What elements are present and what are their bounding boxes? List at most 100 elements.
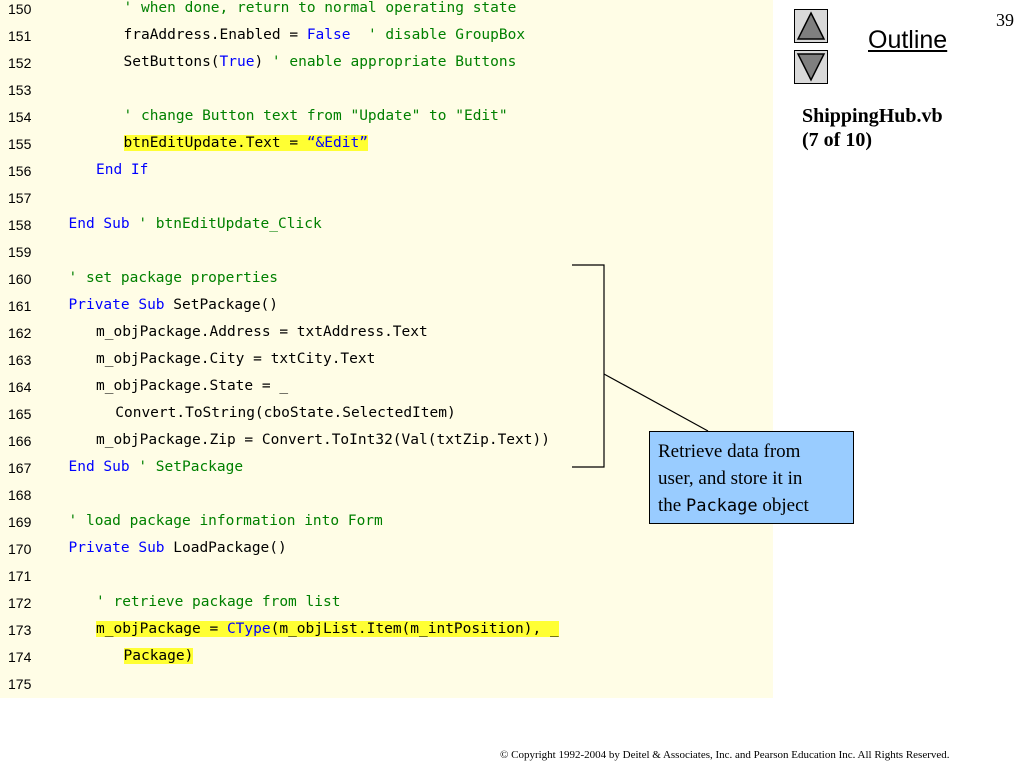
code-text: End If	[96, 162, 148, 178]
line-number: 167	[8, 460, 32, 476]
comment-token: ' change Button text from "Update" to "E…	[123, 108, 508, 124]
code-text: m_objPackage.Address = txtAddress.Text	[96, 324, 428, 340]
previous-slide-button[interactable]	[794, 9, 828, 43]
code-token: (m_objList.Item(m_intPosition), _	[270, 621, 559, 637]
line-number: 172	[8, 595, 32, 611]
line-number: 161	[8, 298, 32, 314]
code-line: 174 Package)	[0, 646, 773, 673]
code-line: 170 Private Sub LoadPackage()	[0, 538, 773, 565]
keyword-token: End If	[96, 162, 149, 178]
callout-line-1: Retrieve data from	[658, 441, 801, 462]
code-token: )	[254, 54, 272, 70]
callout-box: Retrieve data from user, and store it in…	[649, 431, 854, 524]
code-line: 154 ' change Button text from "Update" to…	[0, 106, 773, 133]
comment-token: ' btnEditUpdate_Click	[138, 216, 322, 232]
code-token: m_objPackage.Address = txtAddress.Text	[96, 324, 428, 340]
code-line: 158 End Sub ' btnEditUpdate_Click	[0, 214, 773, 241]
code-bracket	[572, 264, 709, 468]
code-line: 157	[0, 187, 773, 214]
code-line: 164 m_objPackage.State = _	[0, 376, 773, 403]
keyword-token: “&Edit”	[306, 135, 368, 151]
line-number: 166	[8, 433, 32, 449]
code-token: btnEditUpdate.Text =	[123, 135, 307, 151]
line-number: 151	[8, 28, 32, 44]
code-line: 167 End Sub ' SetPackage	[0, 457, 773, 484]
code-token: m_objPackage.Zip = Convert.ToInt32(Val(t…	[96, 432, 550, 448]
code-token: Package)	[123, 648, 194, 664]
callout-line-2: user, and store it in	[658, 468, 803, 489]
code-line: 165 Convert.ToString(cboState.SelectedIte…	[0, 403, 773, 430]
line-number: 173	[8, 622, 32, 638]
line-number: 170	[8, 541, 32, 557]
outline-link[interactable]: Outline	[868, 26, 948, 54]
code-text: ' retrieve package from list	[96, 594, 340, 610]
slide-number: 39	[996, 10, 1014, 30]
code-line: 160 ' set package properties	[0, 268, 773, 295]
line-number: 174	[8, 649, 32, 665]
line-number: 163	[8, 352, 32, 368]
code-line: 156 End If	[0, 160, 773, 187]
triangle-up-icon	[796, 11, 826, 40]
code-text: Convert.ToString(cboState.SelectedItem)	[115, 405, 455, 421]
code-line: 161 Private Sub SetPackage()	[0, 295, 773, 322]
code-text: End Sub ' SetPackage	[69, 459, 244, 475]
file-title-part: (7 of 10)	[802, 129, 872, 151]
code-token: m_objPackage =	[96, 621, 227, 637]
line-number: 155	[8, 136, 32, 152]
line-number: 169	[8, 514, 32, 530]
next-slide-button[interactable]	[794, 50, 828, 84]
comment-token: ' when done, return to normal operating …	[123, 0, 517, 16]
code-line: 172 ' retrieve package from list	[0, 592, 773, 619]
code-text: Private Sub SetPackage()	[69, 297, 279, 313]
code-panel: 150' when done, return to normal operati…	[0, 0, 773, 698]
code-line: 166 m_objPackage.Zip = Convert.ToInt32(Va…	[0, 430, 773, 457]
code-line: 153	[0, 79, 773, 106]
line-number: 160	[8, 271, 32, 287]
code-text: SetButtons(True) ' enable appropriate Bu…	[124, 54, 517, 70]
keyword-token: Private Sub	[68, 297, 165, 313]
code-token: SetButtons(	[123, 54, 220, 70]
keyword-token: End Sub	[68, 459, 130, 475]
highlighted-code: Package)	[123, 648, 194, 664]
code-token: Convert.ToString(cboState.SelectedItem)	[115, 405, 456, 421]
code-text: fraAddress.Enabled = False ' disable Gro…	[124, 27, 526, 43]
code-text: ' change Button text from "Update" to "E…	[124, 108, 508, 124]
file-title: ShippingHub.vb (7 of 10)	[802, 104, 943, 152]
keyword-token: Private Sub	[68, 540, 165, 556]
line-number: 156	[8, 163, 32, 179]
highlighted-code: m_objPackage = CType(m_objList.Item(m_in…	[96, 621, 559, 637]
line-number: 164	[8, 379, 32, 395]
code-line: 151 fraAddress.Enabled = False ' disable …	[0, 25, 773, 52]
comment-token: ' retrieve package from list	[96, 594, 341, 610]
line-number: 157	[8, 190, 32, 206]
line-number: 165	[8, 406, 32, 422]
code-line: 175	[0, 673, 773, 700]
keyword-token: CType	[226, 621, 271, 637]
code-text: ' set package properties	[69, 270, 279, 286]
code-line: 155 btnEditUpdate.Text = “&Edit”	[0, 133, 773, 160]
code-line: 173 m_objPackage = CType(m_objList.Item(m…	[0, 619, 773, 646]
callout-line-3: the Package object	[658, 492, 845, 520]
copyright-notice: © Copyright 1992-2004 by Deitel & Associ…	[500, 749, 950, 761]
comment-token: ' set package properties	[68, 270, 279, 286]
code-text: End Sub ' btnEditUpdate_Click	[69, 216, 322, 232]
code-line: 168	[0, 484, 773, 511]
triangle-down-icon	[796, 53, 826, 82]
keyword-token: End Sub	[68, 216, 130, 232]
line-number: 154	[8, 109, 32, 125]
file-title-name: ShippingHub.vb	[802, 105, 943, 127]
code-token: SetPackage()	[164, 297, 279, 313]
code-text: m_objPackage.State = _	[96, 378, 288, 394]
code-text: m_objPackage.City = txtCity.Text	[96, 351, 375, 367]
code-text: Private Sub LoadPackage()	[69, 540, 287, 556]
keyword-token: True	[219, 54, 255, 70]
code-token: LoadPackage()	[164, 540, 287, 556]
callout-connector-line	[603, 373, 709, 432]
code-line: 159	[0, 241, 773, 268]
line-number: 158	[8, 217, 32, 233]
callout-code-term: Package	[685, 496, 758, 516]
comment-token: ' load package information into Form	[68, 513, 383, 529]
code-line: 169 ' load package information into Form	[0, 511, 773, 538]
